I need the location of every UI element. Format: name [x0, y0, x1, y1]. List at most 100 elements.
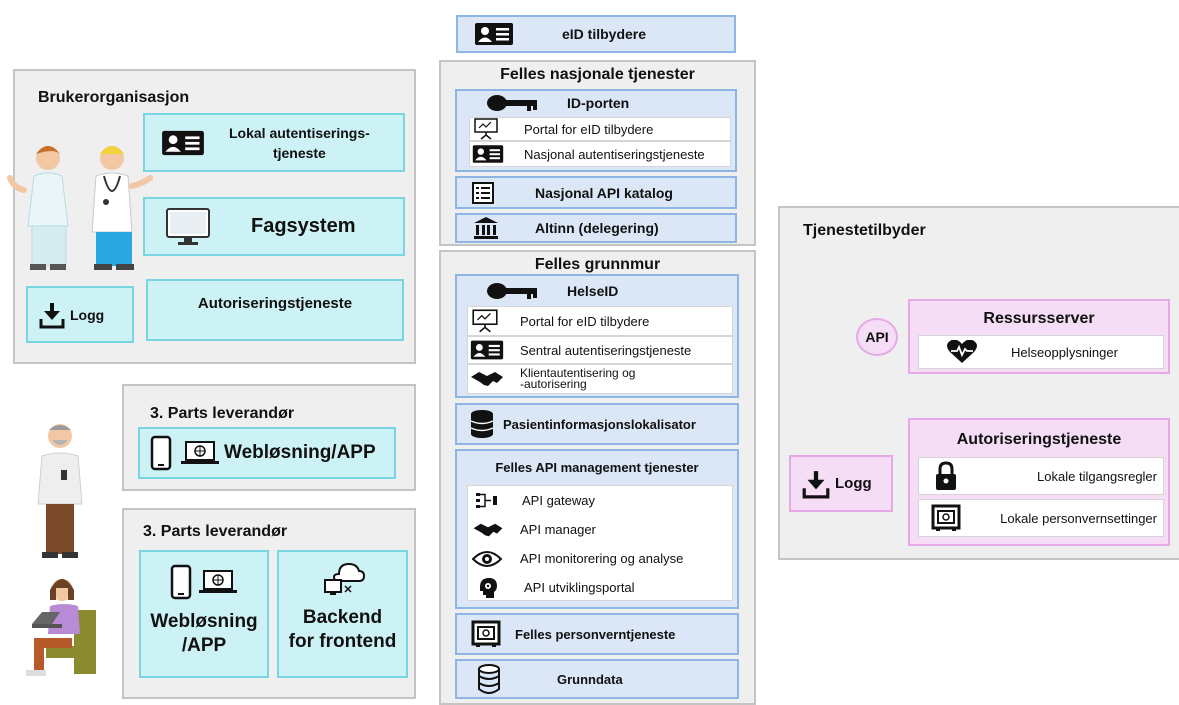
health-info-label: Helseopplysninger	[1011, 344, 1118, 360]
master-data-label: Grunndata	[557, 671, 623, 687]
privacy-service-label: Felles personverntjeneste	[515, 626, 676, 642]
third-party-2-title: 3. Parts leverandør	[143, 523, 288, 540]
third-party-1-webapp-label: Webløsning/APP	[224, 442, 376, 463]
handshake-icon	[472, 521, 504, 539]
provider-log-label: Logg	[835, 475, 872, 492]
list-document-icon	[471, 181, 495, 205]
eye-icon	[472, 550, 504, 568]
local-auth-box: Lokal autentiserings- tjeneste	[143, 113, 405, 172]
institution-icon	[473, 216, 499, 240]
list-item: API manager	[468, 515, 732, 544]
phone-icon	[170, 564, 192, 600]
third-party-2-webapp-label: Webløsning /APP	[150, 611, 258, 656]
api-devportal-label: API utviklingsportal	[524, 580, 635, 595]
laptop-globe-icon	[180, 440, 220, 466]
idporten-portal-label: Portal for eID tilbydere	[524, 121, 654, 137]
user-authorization-label: Autoriseringstjeneste	[197, 294, 353, 312]
download-icon	[38, 301, 66, 329]
list-item: API utviklingsportal	[468, 573, 732, 602]
patient-locator-label: Pasientinformasjonslokalisator	[503, 416, 696, 432]
safe-icon	[471, 620, 501, 648]
local-privacy-settings-label: Lokale personvernsettinger	[1000, 510, 1157, 526]
service-provider-title: Tjenestetilbyder	[803, 222, 926, 239]
eid-providers-box: eID tilbydere	[456, 15, 736, 53]
api-management-box: Felles API management tjenester API gate…	[455, 449, 739, 609]
api-gateway-label: API gateway	[522, 493, 595, 508]
list-item: API monitorering og analyse	[468, 544, 732, 573]
resource-server-box: Ressursserver Helseopplysninger	[908, 299, 1170, 374]
professional-system-label: Fagsystem	[251, 215, 356, 237]
third-party-1-title: 3. Parts leverandør	[150, 405, 295, 422]
safe-icon	[931, 504, 961, 532]
helseid-client-row: Klientautentisering og -autorisering	[467, 364, 733, 394]
altinn-label: Altinn (delegering)	[535, 220, 659, 236]
common-foundation-title: Felles grunnmur	[534, 256, 661, 273]
database-outline-icon	[477, 664, 501, 694]
eid-providers-label: eID tilbydere	[562, 26, 647, 42]
cloud-sync-icon	[321, 560, 365, 600]
idporten-auth-row: Nasjonal autentiseringstjeneste	[469, 141, 731, 167]
patient-man-illustration	[30, 418, 90, 563]
provider-authorization-box: Autoriseringstjeneste Lokale tilgangsreg…	[908, 418, 1170, 546]
presentation-board-icon	[470, 309, 500, 333]
national-services-title: Felles nasjonale tjenester	[500, 66, 695, 83]
local-access-rules-row: Lokale tilgangsregler	[918, 457, 1164, 495]
backend-for-frontend-label: Backend for frontend	[288, 607, 397, 652]
handshake-icon	[470, 369, 504, 389]
user-organization-title: Brukerorganisasjon	[38, 89, 190, 106]
health-workers-illustration	[4, 140, 160, 275]
api-monitoring-label: API monitorering og analyse	[520, 551, 684, 566]
lock-icon	[935, 461, 957, 491]
key-icon	[487, 94, 539, 112]
user-log-box: Logg	[26, 286, 134, 343]
id-card-icon	[470, 339, 504, 361]
altinn-box: Altinn (delegering)	[455, 213, 737, 243]
backend-for-frontend-box: Backend for frontend	[277, 550, 408, 678]
master-data-box: Grunndata	[455, 659, 739, 699]
patient-woman-illustration	[20, 576, 102, 682]
heart-pulse-icon	[947, 340, 977, 364]
patient-locator-box: Pasientinformasjonslokalisator	[455, 403, 739, 445]
download-icon	[801, 469, 831, 499]
list-item: API gateway	[468, 486, 732, 515]
helseid-title: HelseID	[567, 283, 619, 299]
api-management-list: API gateway API manager API monitorering…	[467, 485, 733, 601]
api-badge: API	[856, 318, 898, 356]
idporten-auth-label: Nasjonal autentiseringstjeneste	[524, 146, 705, 162]
database-icon	[469, 409, 495, 439]
key-icon	[487, 282, 539, 300]
id-card-icon	[472, 144, 504, 164]
api-catalog-box: Nasjonal API katalog	[455, 176, 737, 209]
local-access-rules-label: Lokale tilgangsregler	[1037, 468, 1157, 484]
api-manager-label: API manager	[520, 522, 596, 537]
local-auth-label: Lokal autentiserings- tjeneste	[229, 124, 370, 161]
helseid-auth-row: Sentral autentiseringstjeneste	[467, 336, 733, 364]
professional-system-box: Fagsystem	[143, 197, 405, 256]
local-privacy-settings-row: Lokale personvernsettinger	[918, 499, 1164, 537]
helseid-portal-label: Portal for eID tilbydere	[520, 313, 650, 329]
api-management-title: Felles API management tjenester	[495, 460, 699, 475]
resource-server-title: Ressursserver	[983, 310, 1095, 327]
head-gear-icon	[476, 577, 504, 599]
laptop-globe-icon	[198, 569, 238, 595]
api-badge-label: API	[865, 329, 889, 345]
user-authorization-box: Autoriseringstjeneste	[146, 279, 404, 341]
provider-authorization-title: Autoriseringstjeneste	[956, 431, 1122, 448]
provider-log-box: Logg	[789, 455, 893, 512]
idporten-portal-row: Portal for eID tilbydere	[469, 117, 731, 141]
third-party-1-webapp-box: Webløsning/APP	[138, 427, 396, 479]
gateway-icon	[474, 492, 504, 510]
idporten-title: ID-porten	[567, 95, 630, 111]
third-party-2-webapp-box: Webløsning /APP	[139, 550, 269, 678]
health-info-row: Helseopplysninger	[918, 335, 1164, 369]
monitor-icon	[165, 207, 211, 247]
helseid-box: HelseID Portal for eID tilbydere Sentral…	[455, 274, 739, 398]
user-log-label: Logg	[70, 306, 105, 323]
helseid-client-label: Klientautentisering og -autorisering	[520, 366, 636, 391]
id-card-icon	[161, 129, 205, 157]
presentation-board-icon	[472, 118, 500, 140]
helseid-portal-row: Portal for eID tilbydere	[467, 306, 733, 336]
id-card-icon	[474, 22, 514, 46]
helseid-auth-label: Sentral autentiseringstjeneste	[520, 342, 692, 358]
phone-icon	[150, 435, 172, 471]
